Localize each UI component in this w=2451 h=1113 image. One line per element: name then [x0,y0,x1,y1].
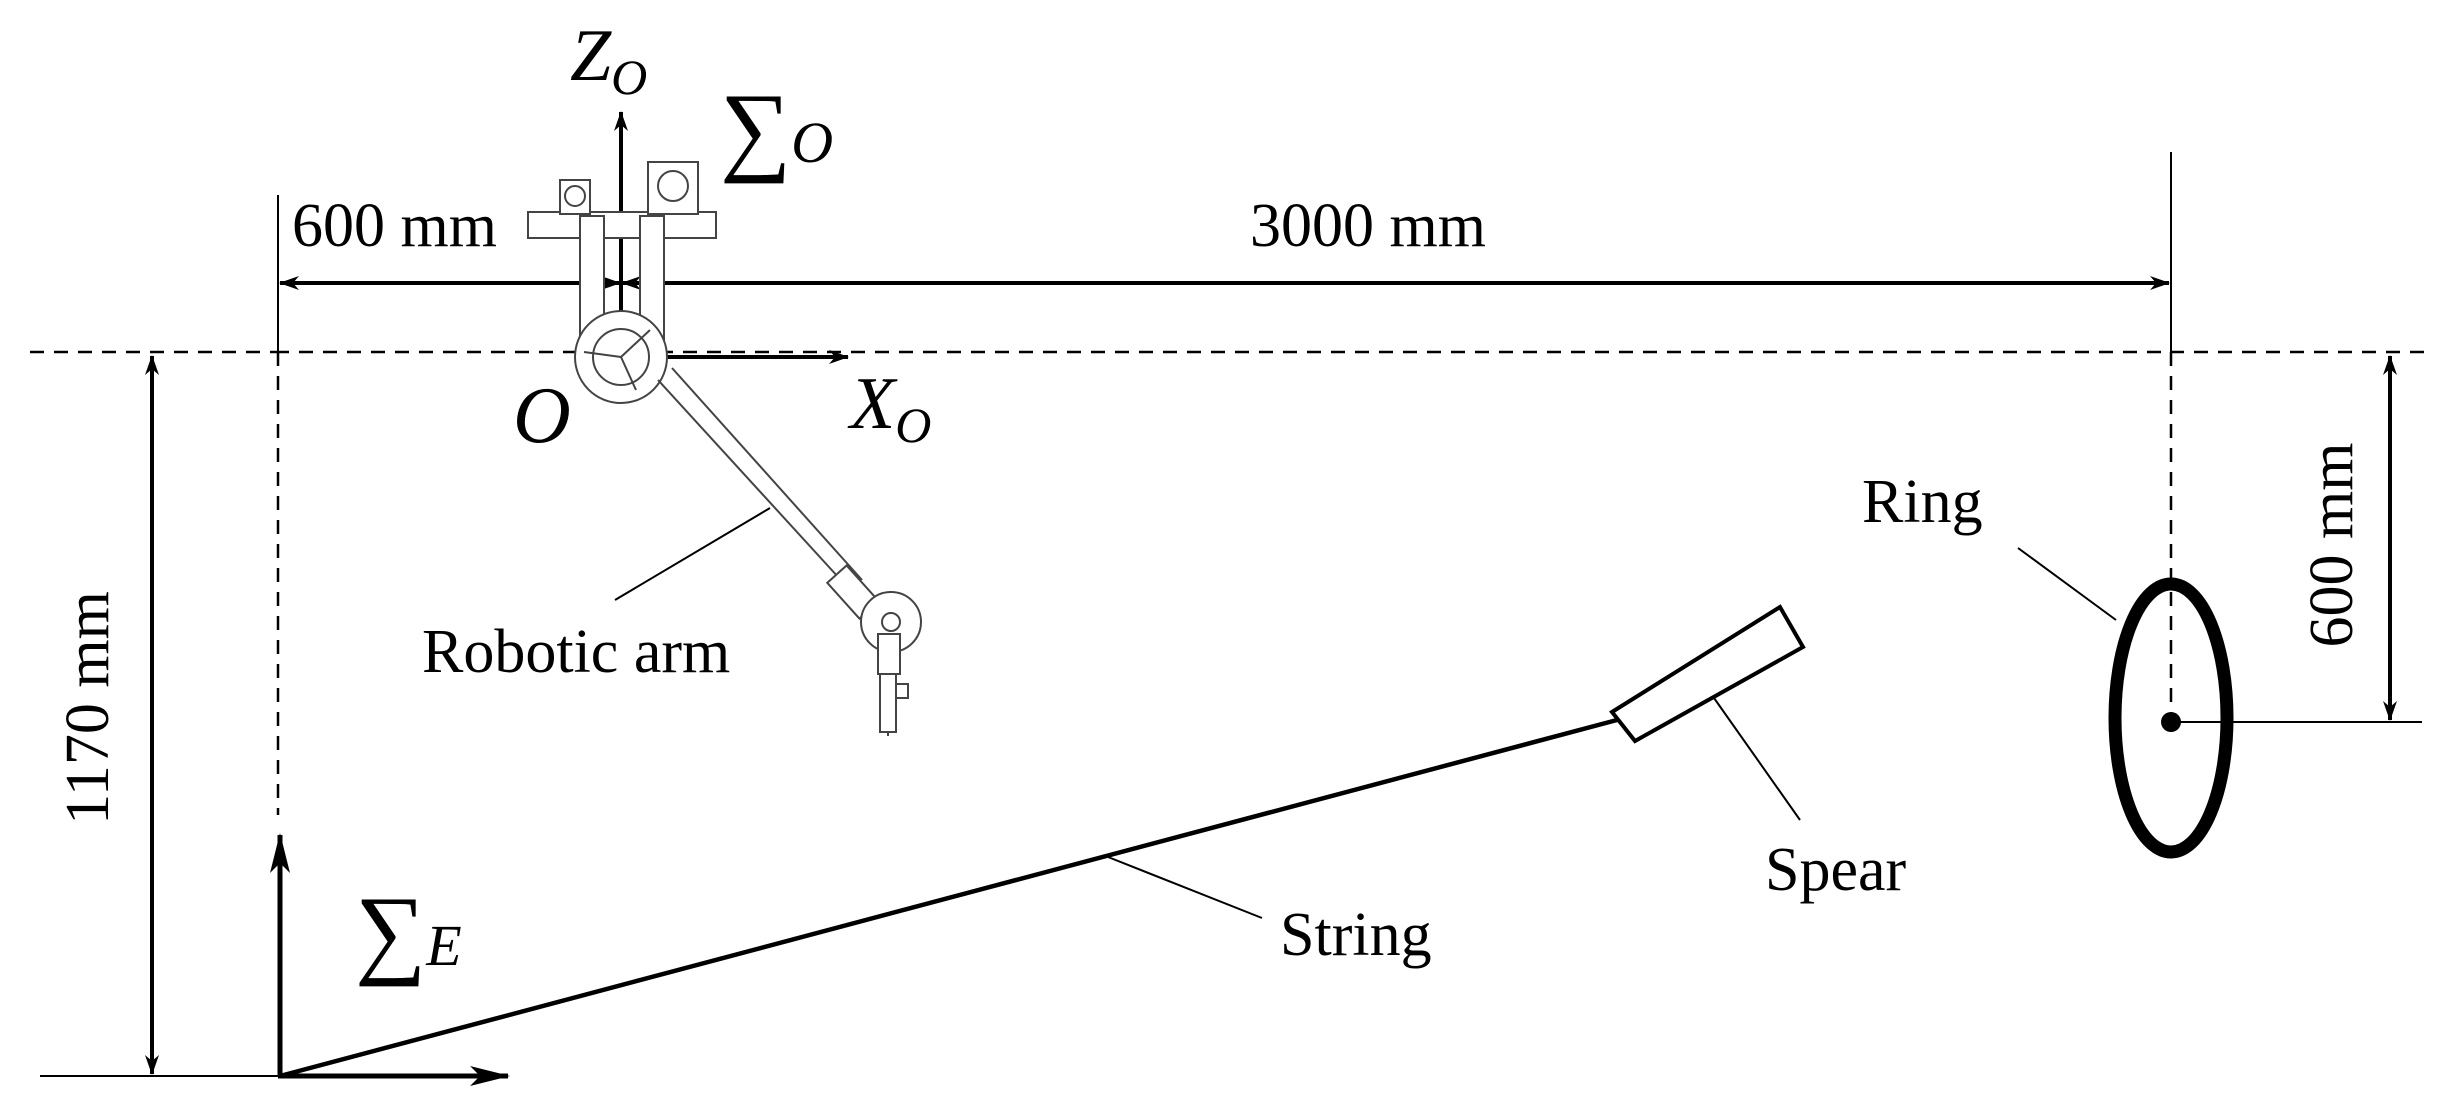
x-axis-label: XO [847,363,931,453]
dim-1170-label: 1170 mm [54,591,122,825]
sigma-o-label: ∑O [720,73,833,184]
dim-600-top-label: 600 mm [292,192,497,260]
robotic-arm [527,161,922,736]
spear-leader-line [1713,697,1801,821]
spear-label: Spear [1765,836,1907,904]
spear-body [1609,604,1806,744]
dim-3000-label: 3000 mm [1250,192,1486,260]
sigma-e-label: ∑E [355,876,462,987]
dim-600-right-label: 600 mm [2298,443,2366,648]
string-line [279,717,1618,1079]
robotic-arm-label: Robotic arm [422,618,730,686]
ring-center-point [2161,712,2181,732]
ring-label: Ring [1862,468,1983,536]
ring-leader-line [2017,547,2117,621]
z-axis-label: ZO [570,15,647,105]
string-leader-line [1107,856,1263,919]
origin-label: O [513,372,571,460]
robotic-arm-leader-line [614,507,771,601]
ring-shape [2108,577,2234,859]
string-label: String [1280,901,1432,969]
